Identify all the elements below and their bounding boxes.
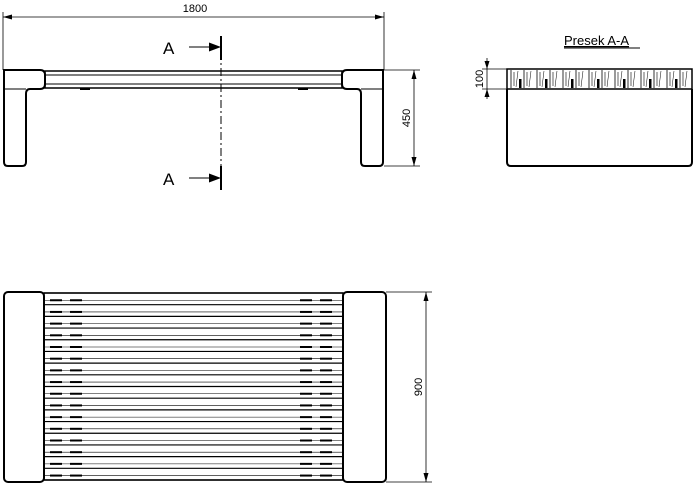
width-dimension-label: 900 <box>413 378 425 396</box>
seat-slab <box>44 70 343 89</box>
section-marker-bottom: A <box>163 170 175 189</box>
top-slats <box>44 292 343 481</box>
slat-hatching <box>510 70 688 88</box>
section-slats <box>506 68 693 90</box>
slat-depth-label: 100 <box>474 70 486 88</box>
section-marker-top: A <box>163 39 175 58</box>
height-dimension: 450 <box>384 69 420 167</box>
top-view: 900 <box>3 291 432 483</box>
length-dimension-label: 1800 <box>183 3 207 15</box>
right-end-block <box>342 291 387 483</box>
right-leg <box>341 69 384 167</box>
left-end-block <box>3 291 45 483</box>
section-title: Presek A-A <box>564 33 629 48</box>
section-arrow-bottom: A <box>163 170 221 189</box>
width-dimension: 900 <box>386 291 432 483</box>
height-dimension-label: 450 <box>401 109 413 127</box>
section-base <box>506 89 693 167</box>
section-view: Presek A-A 100 <box>474 33 693 167</box>
length-dimension: 1800 <box>2 3 385 70</box>
front-view: 1800 A A <box>2 3 420 190</box>
slat-depth-dimension: 100 <box>474 58 507 99</box>
left-leg <box>3 69 46 167</box>
section-arrow-top: A <box>163 39 221 58</box>
